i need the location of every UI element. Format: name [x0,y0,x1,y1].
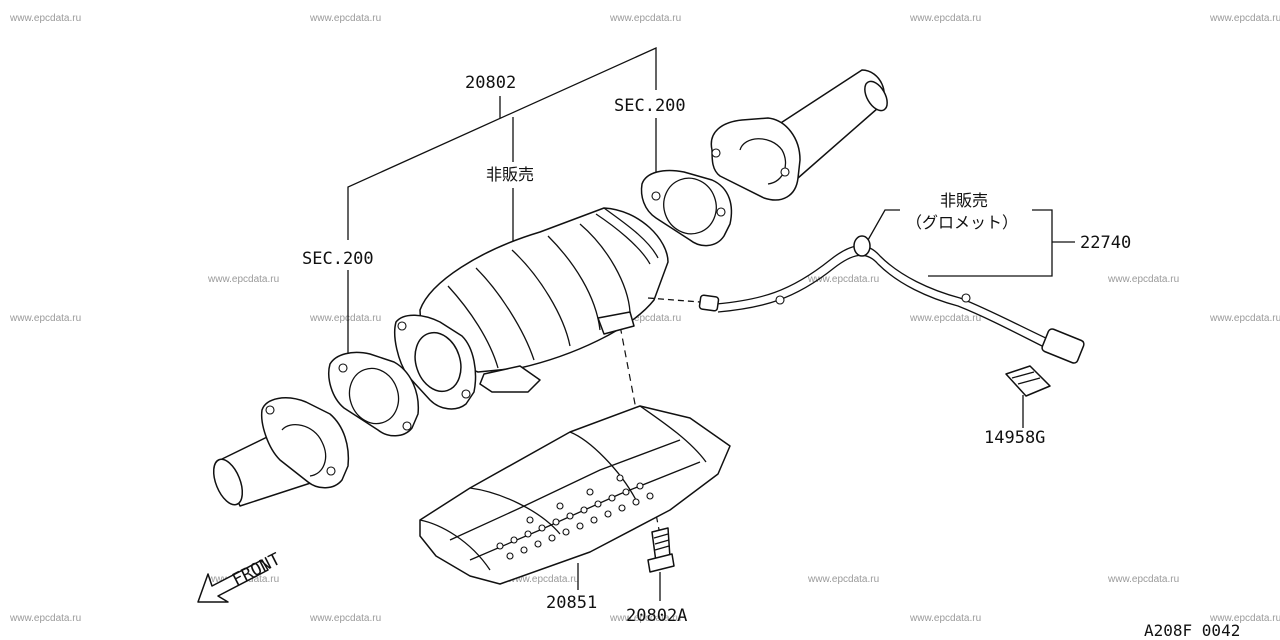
label-sec-upper: SEC.200 [614,96,686,116]
label-20802a: 20802A [626,606,687,626]
label-sec-left: SEC.200 [302,249,374,269]
watermark: www.epcdata.ru [309,13,381,24]
harness-clip [1005,365,1051,397]
watermark: www.epcdata.ru [609,613,681,624]
leader-20802-bracket [347,46,657,240]
rear-pipe [710,69,888,201]
watermark: www.epcdata.ru [9,13,81,24]
leader-22740-bracket [928,209,1053,277]
front-pipe [212,397,350,507]
watermark: www.epcdata.ru [909,13,981,24]
watermark: www.epcdata.ru [1107,274,1179,285]
diagram-code: A208F 0042 [1144,621,1240,640]
oxygen-sensor-harness [647,235,1085,364]
heat-shield-perforations [496,474,654,560]
label-22740: 22740 [1080,233,1131,253]
watermark: www.epcdata.ru [309,613,381,624]
front-arrow-icon [197,559,269,603]
upper-gasket [640,169,733,247]
watermark: www.epcdata.ru [309,313,381,324]
label-14958g: 14958G [984,428,1045,448]
label-not-sold-grommet: 非販売 [940,191,988,210]
watermark: www.epcdata.ru [909,313,981,324]
label-grommet-note: （グロメット） [906,213,1018,232]
watermark: www.epcdata.ru [1209,13,1280,24]
watermark: www.epcdata.ru [1209,613,1280,624]
watermark: www.epcdata.ru [507,574,579,585]
sensor-connector [1041,328,1085,364]
leader-grommet [867,209,900,241]
watermark: www.epcdata.ru [207,274,279,285]
bolt [647,527,675,573]
watermark: www.epcdata.ru [1107,574,1179,585]
watermark: www.epcdata.ru [609,13,681,24]
front-arrow [197,559,269,603]
watermark: www.epcdata.ru [609,313,681,324]
watermark: www.epcdata.ru [9,313,81,324]
watermark: www.epcdata.ru [807,274,879,285]
label-20851: 20851 [546,593,597,613]
lower-gasket [328,351,420,437]
watermark: www.epcdata.ru [9,613,81,624]
watermark: www.epcdata.ru [1209,313,1280,324]
catalytic-converter [394,207,669,410]
grommet [853,235,871,257]
heat-shield [419,405,731,585]
watermark: www.epcdata.ru [909,613,981,624]
label-20802: 20802 [465,73,516,93]
label-not-sold-catalyst: 非販売 [486,165,534,184]
watermark: www.epcdata.ru [807,574,879,585]
